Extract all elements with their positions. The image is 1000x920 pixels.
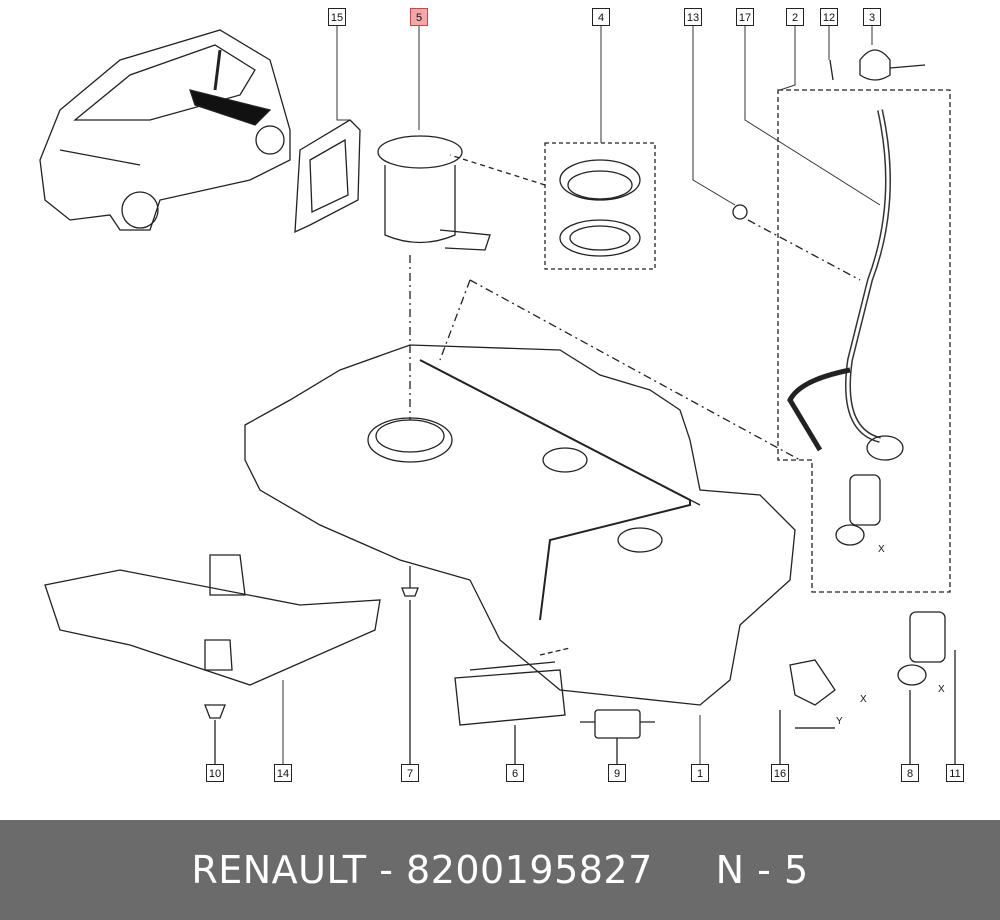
axis-label-x-2: X: [860, 694, 867, 705]
car-illustration: [40, 30, 290, 230]
filler-assembly-box: [778, 90, 950, 592]
sleeve-part-11: [910, 612, 955, 765]
callout-15: 15: [328, 8, 346, 26]
parts-diagram: 15 5 4 13 17 2 12 3 10 14 7 6 9 1 16 8 1…: [0, 0, 1000, 820]
callout-4: 4: [592, 8, 610, 26]
callout-2: 2: [786, 8, 804, 26]
diagram-drawing: [0, 0, 1000, 820]
fuel-filter-part-9: [580, 710, 655, 765]
seal-rings-part-4: [450, 143, 655, 269]
callout-6: 6: [506, 764, 524, 782]
callout-13: 13: [684, 8, 702, 26]
axis-label-x-1: X: [878, 544, 885, 555]
vent-valve-part-3: [830, 50, 925, 80]
footer-part-reference: RENAULT - 8200195827 N - 5: [191, 848, 809, 892]
fuel-tank-part-1: [245, 255, 800, 705]
fuel-pump-part-5: [378, 136, 490, 250]
callout-16: 16: [771, 764, 789, 782]
callout-11: 11: [946, 764, 964, 782]
axis-label-x-3: X: [938, 684, 945, 695]
callout-10: 10: [206, 764, 224, 782]
heat-shield-part-14: [45, 555, 380, 685]
callout-1: 1: [691, 764, 709, 782]
callout-14: 14: [274, 764, 292, 782]
callout-5: 5: [410, 8, 428, 26]
leader-lines: [283, 26, 880, 765]
callout-12: 12: [820, 8, 838, 26]
callout-9: 9: [608, 764, 626, 782]
callout-17: 17: [736, 8, 754, 26]
callout-8: 8: [901, 764, 919, 782]
footer-bar: RENAULT - 8200195827 N - 5: [0, 820, 1000, 920]
bolt-part-7: [402, 566, 418, 765]
cap-part-13: [733, 205, 860, 280]
callout-3: 3: [863, 8, 881, 26]
bracket-part-15: [295, 120, 360, 232]
axis-label-y-1: Y: [836, 716, 843, 727]
canister-part-6: [455, 648, 570, 765]
clip-part-16: [780, 660, 835, 765]
callout-7: 7: [401, 764, 419, 782]
clamp-part-8: [898, 665, 926, 765]
clip-part-10: [205, 705, 225, 765]
